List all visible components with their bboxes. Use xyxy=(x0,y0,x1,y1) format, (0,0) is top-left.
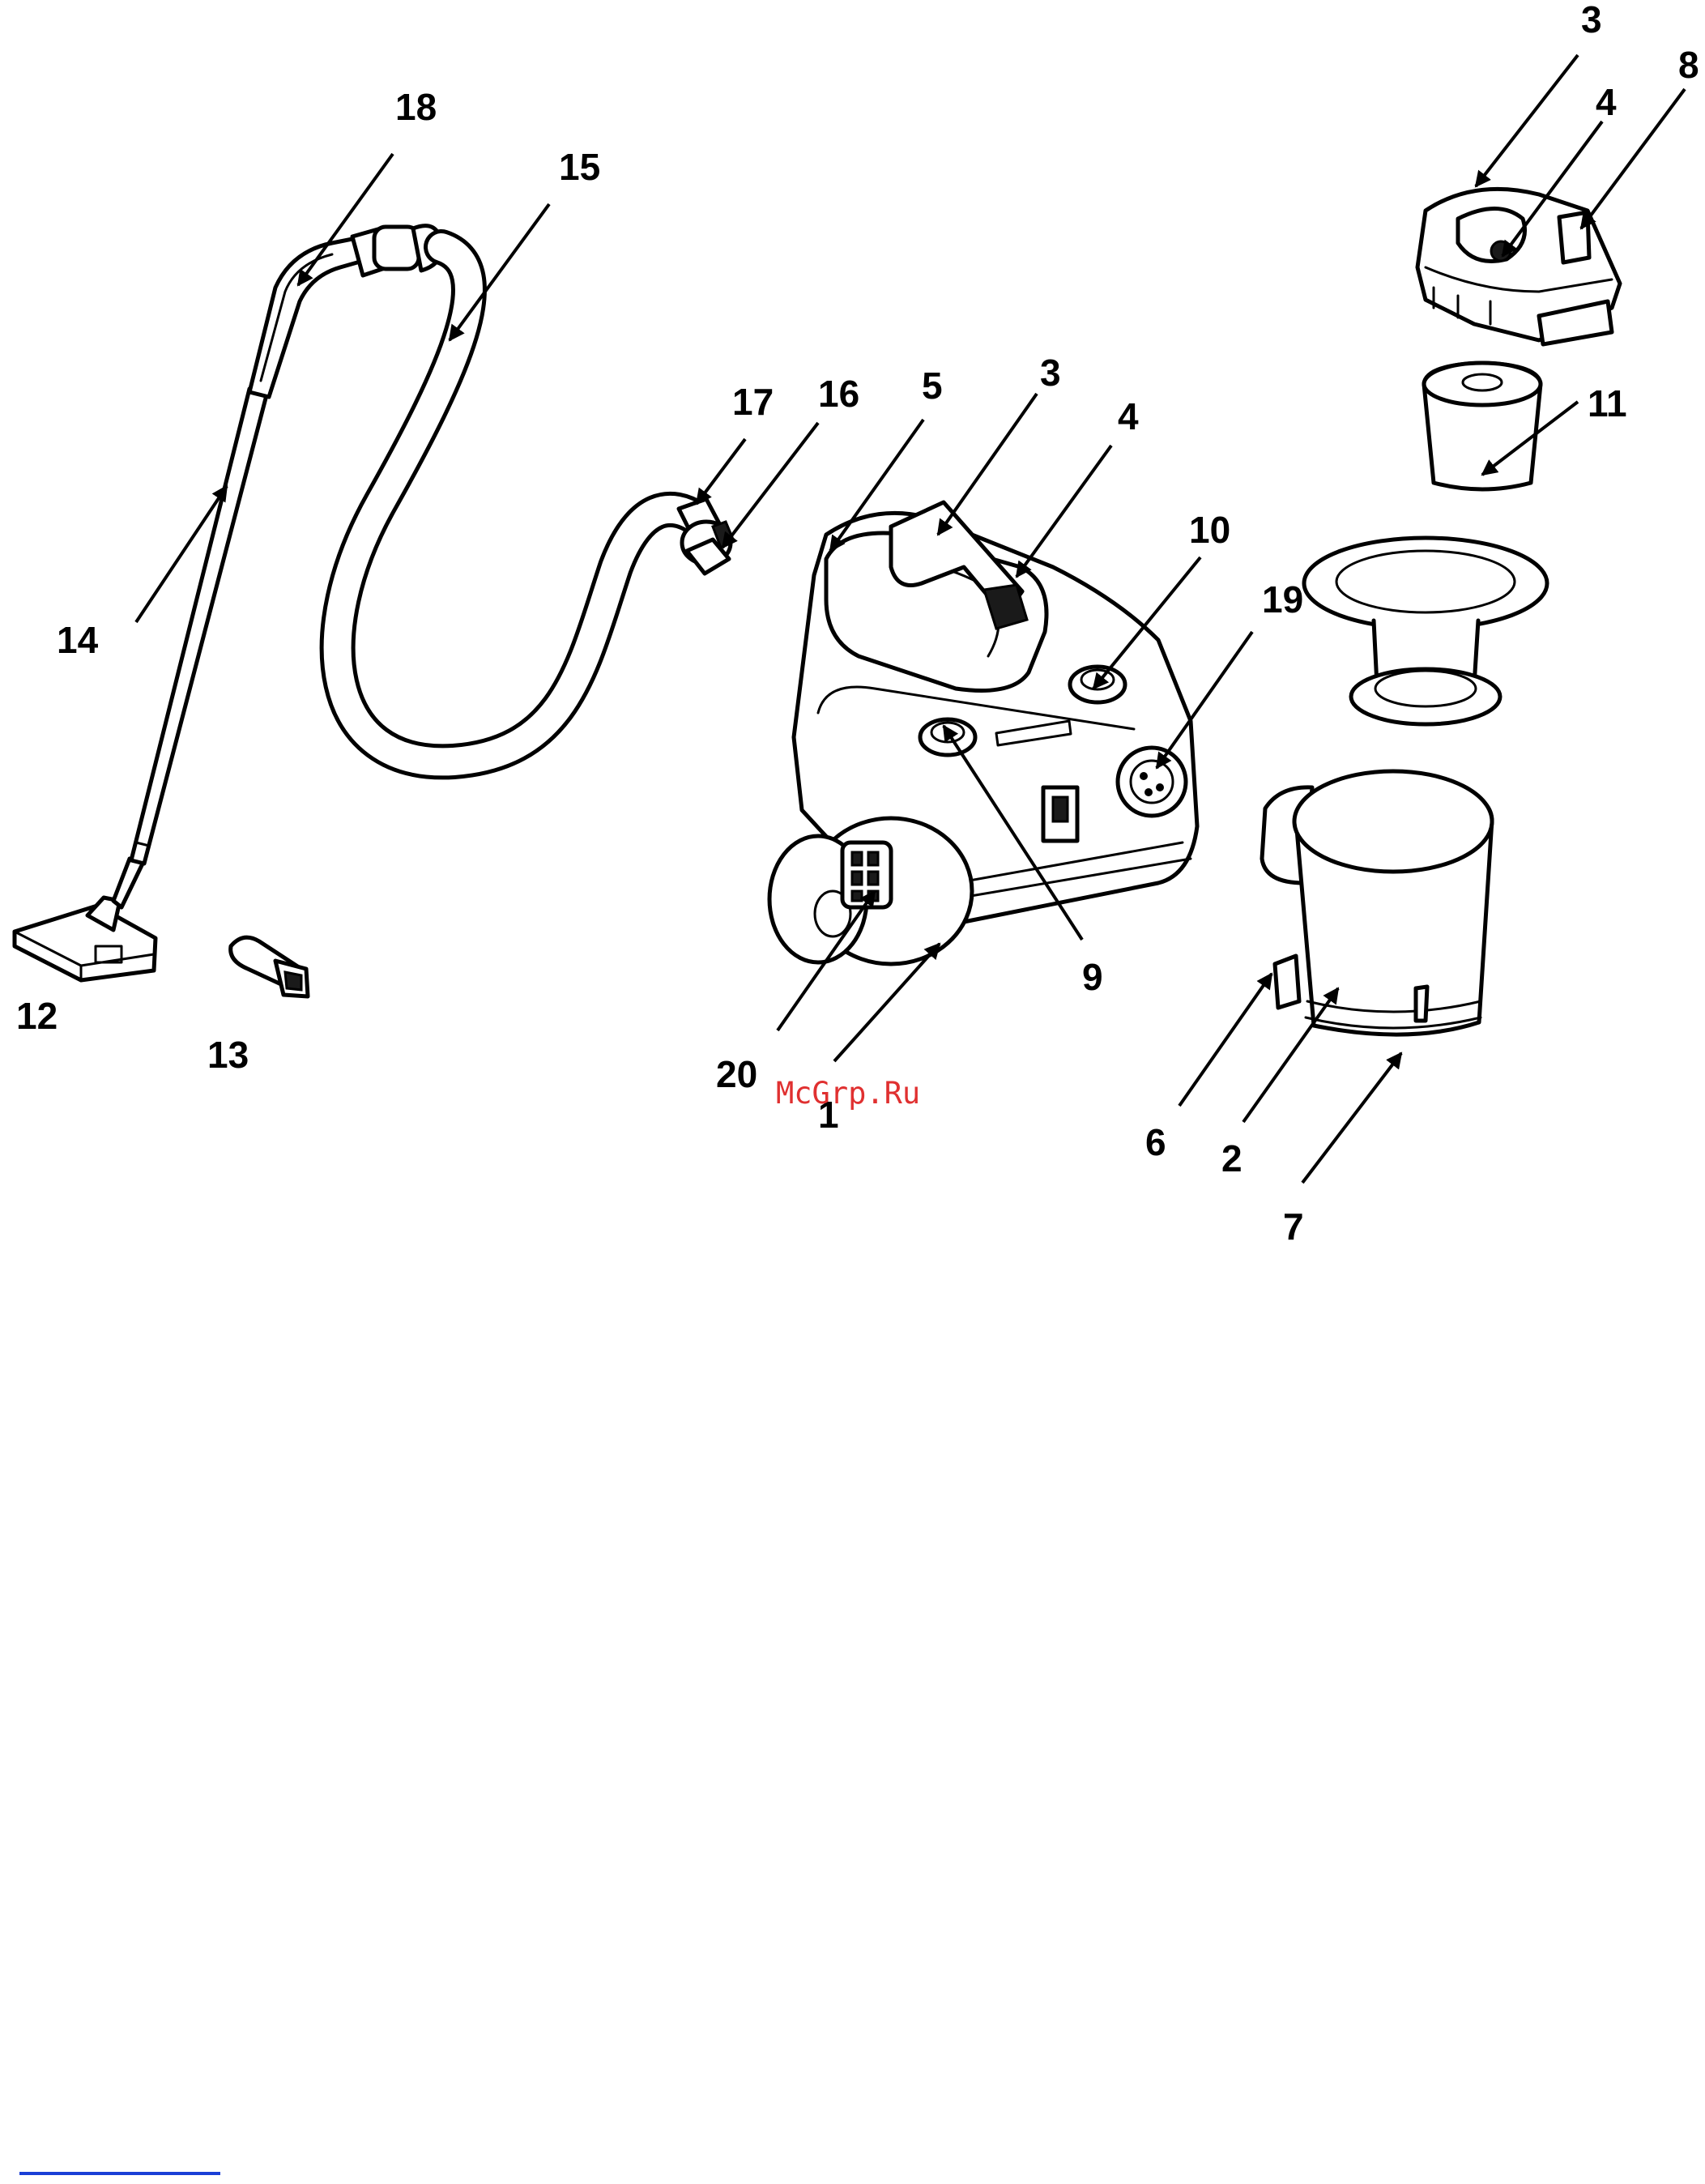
label-8: 8 xyxy=(1678,44,1699,86)
exhaust-grille xyxy=(842,842,891,907)
hose-handle xyxy=(249,226,441,397)
label-12: 12 xyxy=(16,995,58,1037)
label-16: 16 xyxy=(818,373,859,415)
power-button xyxy=(920,719,975,755)
label-2: 2 xyxy=(1221,1137,1243,1179)
hepa-filter xyxy=(1424,363,1541,489)
label-19: 19 xyxy=(1262,578,1303,621)
vacuum-main-body xyxy=(769,502,1197,964)
label-13: 13 xyxy=(207,1034,249,1076)
label-20: 20 xyxy=(716,1053,757,1095)
label-17: 17 xyxy=(732,381,774,423)
label-5: 5 xyxy=(922,365,943,407)
label-6: 6 xyxy=(1145,1121,1166,1163)
cyclone-cap xyxy=(1417,189,1620,344)
label-18: 18 xyxy=(395,86,437,128)
label-3-top: 3 xyxy=(1581,0,1602,41)
floor-nozzle xyxy=(15,898,156,980)
watermark-text: McGrp.Ru xyxy=(776,1076,920,1111)
wand-and-hose-assembly xyxy=(15,226,734,996)
cyclone-insert xyxy=(1304,538,1547,724)
dust-container xyxy=(1262,771,1492,1034)
telescopic-tube xyxy=(113,389,267,907)
hose-connector xyxy=(679,499,734,574)
flexible-hose xyxy=(338,247,697,761)
label-10: 10 xyxy=(1189,509,1230,551)
label-4: 4 xyxy=(1118,395,1139,437)
label-15: 15 xyxy=(559,146,600,188)
label-7: 7 xyxy=(1283,1205,1304,1248)
crevice-nozzle xyxy=(231,937,308,996)
label-9: 9 xyxy=(1082,956,1103,998)
label-11: 11 xyxy=(1588,382,1627,424)
label-14: 14 xyxy=(57,619,99,661)
label-4-top: 4 xyxy=(1596,81,1617,123)
label-3: 3 xyxy=(1040,352,1061,394)
